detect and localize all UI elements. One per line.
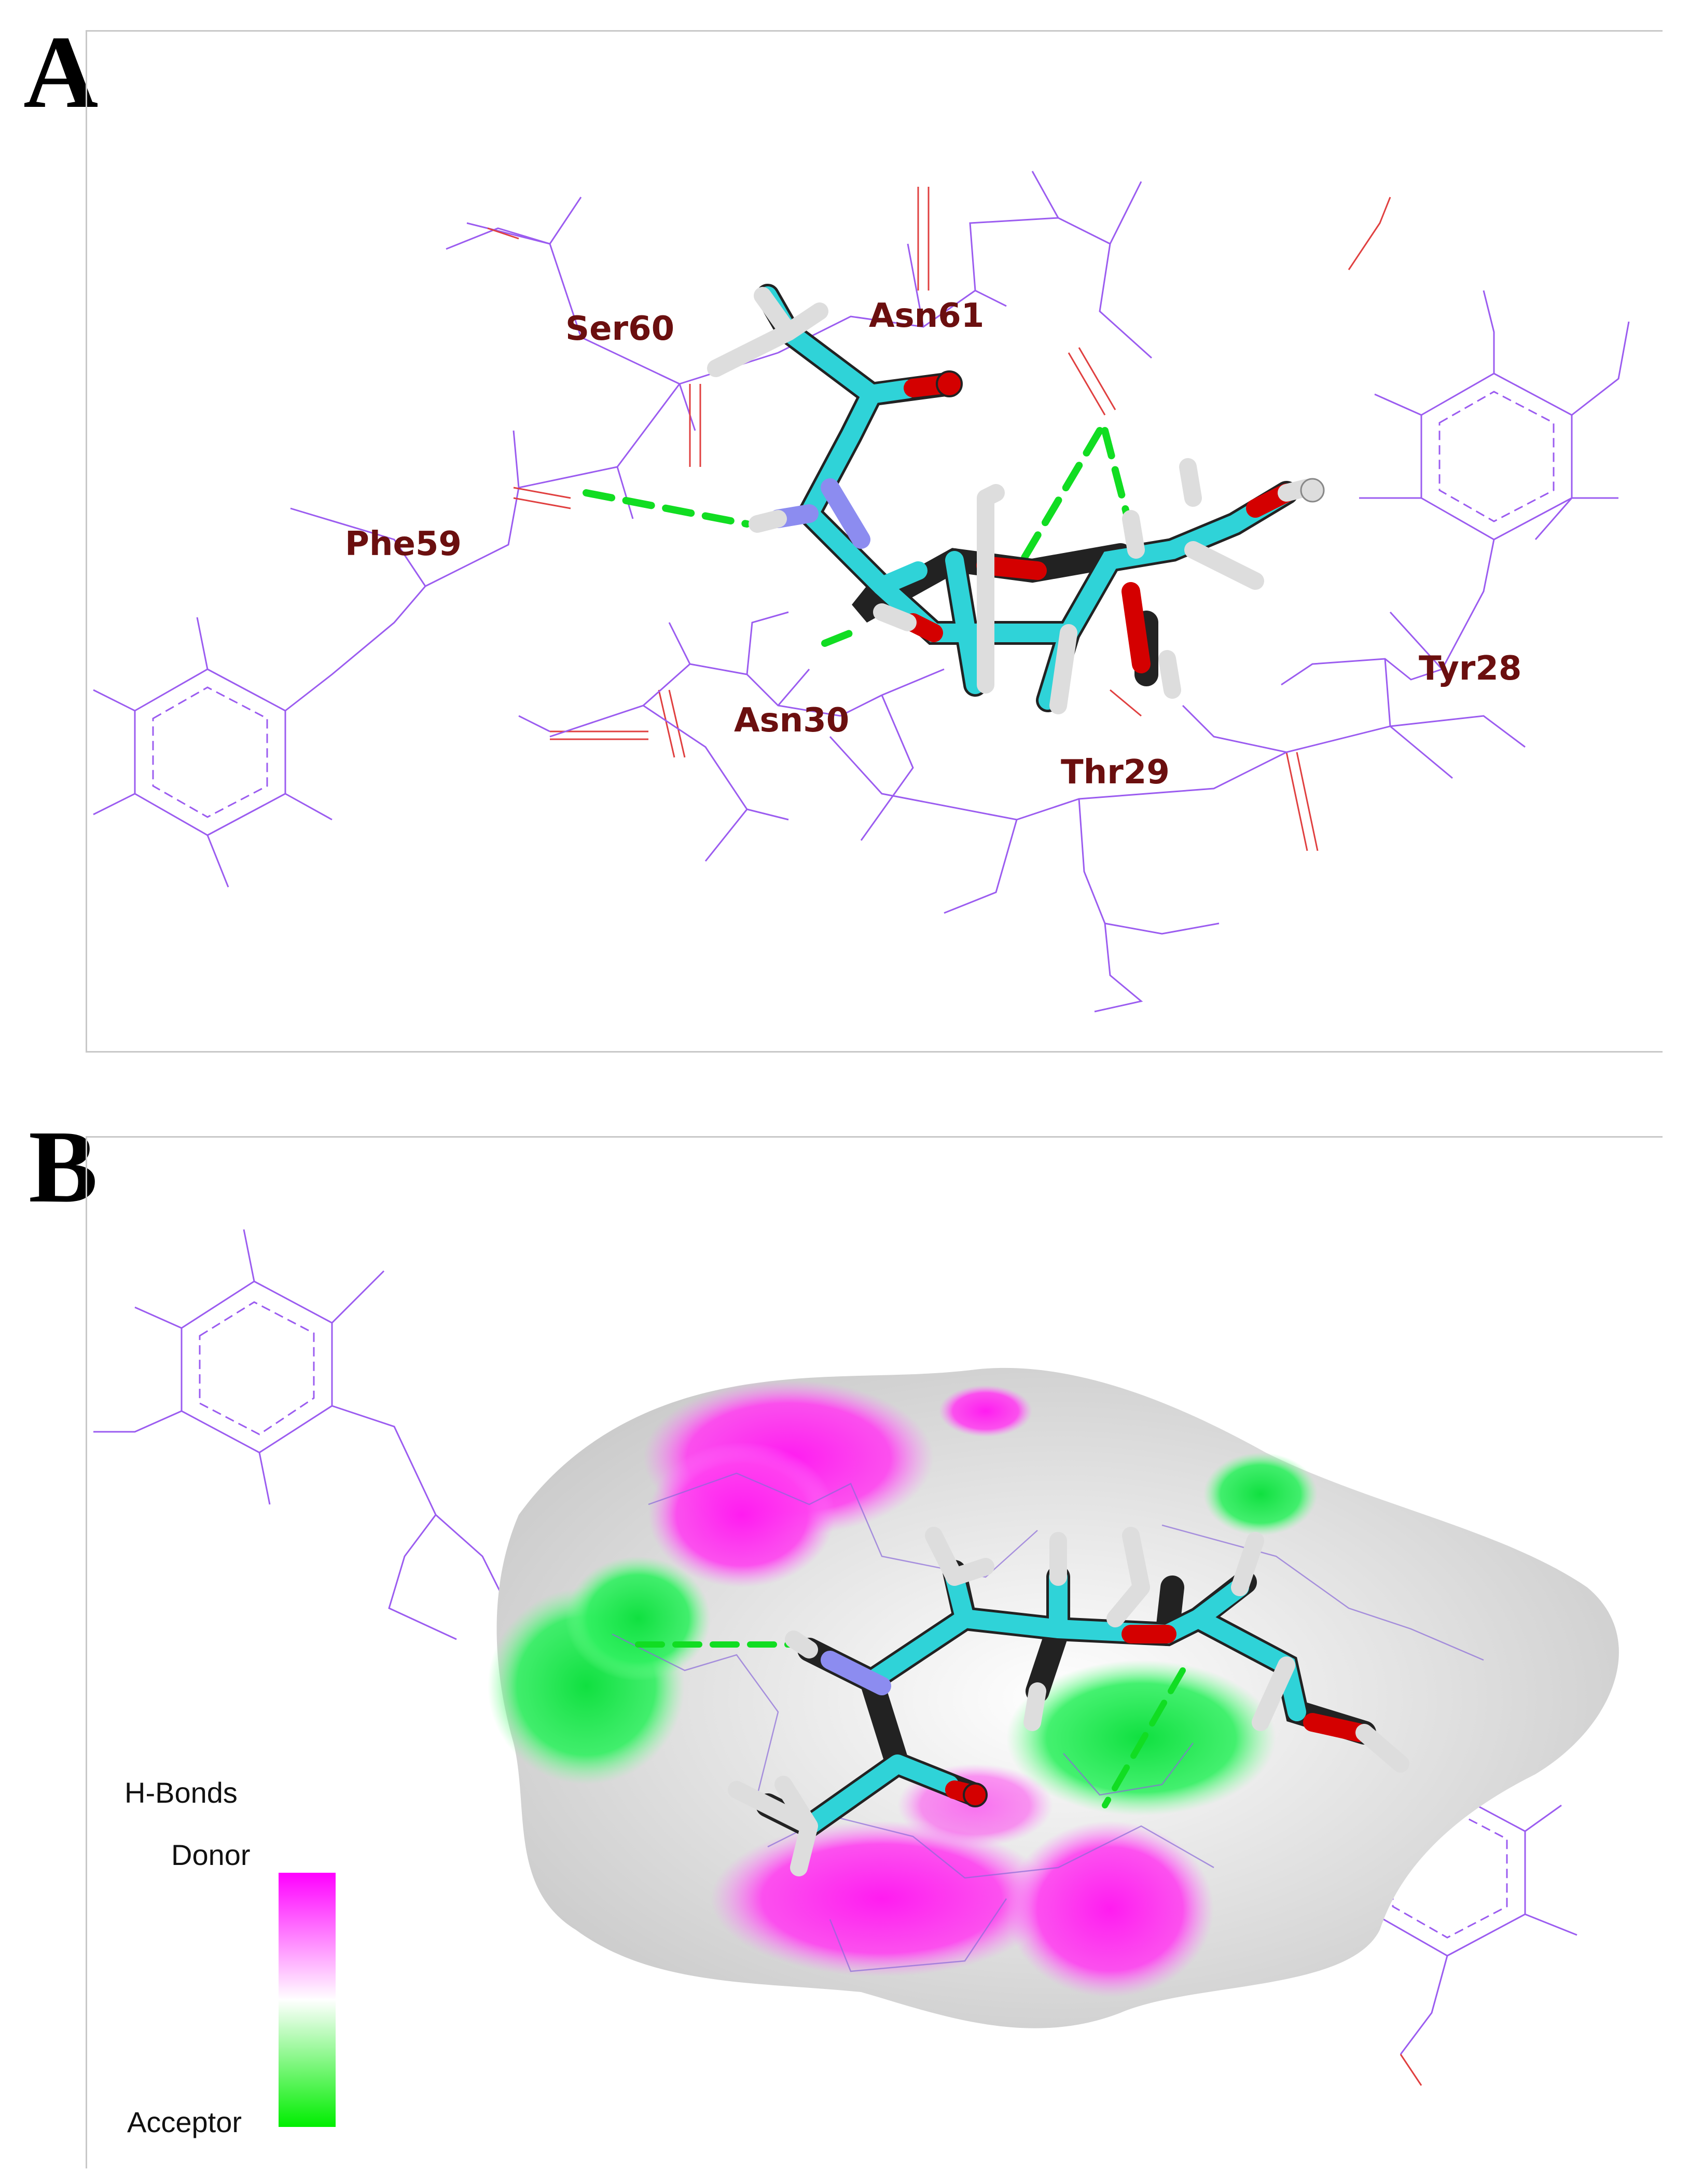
red-carbonyl-wires [487,187,1391,851]
phe59-ring [93,586,426,888]
carbonyl-oxygen-icon [963,1782,988,1807]
panel-a-labels: Ser60 Asn61 Phe59 Asn30 Thr29 Tyr28 [345,297,1521,792]
label-asn61: Asn61 [869,297,984,335]
panel-a-ligand [583,284,1325,714]
legend-title: H-Bonds [124,1776,238,1809]
carbonyl-oxygen-icon [936,370,963,397]
legend-acceptor-label: Acceptor [127,2106,242,2138]
panel-a-bottom-border [86,1051,1663,1053]
panel-b-top-border [86,1136,1663,1138]
panel-a-top-border [86,30,1663,32]
legend-color-scale [279,1873,336,2127]
label-phe59: Phe59 [345,525,462,563]
label-asn30: Asn30 [734,701,849,740]
legend-donor-label: Donor [171,1839,251,1871]
asn30-wires [518,611,945,862]
label-tyr28: Tyr28 [1419,649,1521,688]
ser60-wires [290,171,1153,587]
panel-b-ligand [635,1527,1409,1876]
tyr28-ring [829,290,1630,1013]
panel-a-left-border [86,30,87,1052]
label-ser60: Ser60 [565,310,674,348]
panel-a-residues [93,171,1630,1013]
panel-b-left-border [86,1136,87,2168]
label-thr29: Thr29 [1061,753,1170,792]
hbond-legend: H-Bonds Donor Acceptor [124,1776,336,2138]
binding-surface [488,1367,1619,2028]
